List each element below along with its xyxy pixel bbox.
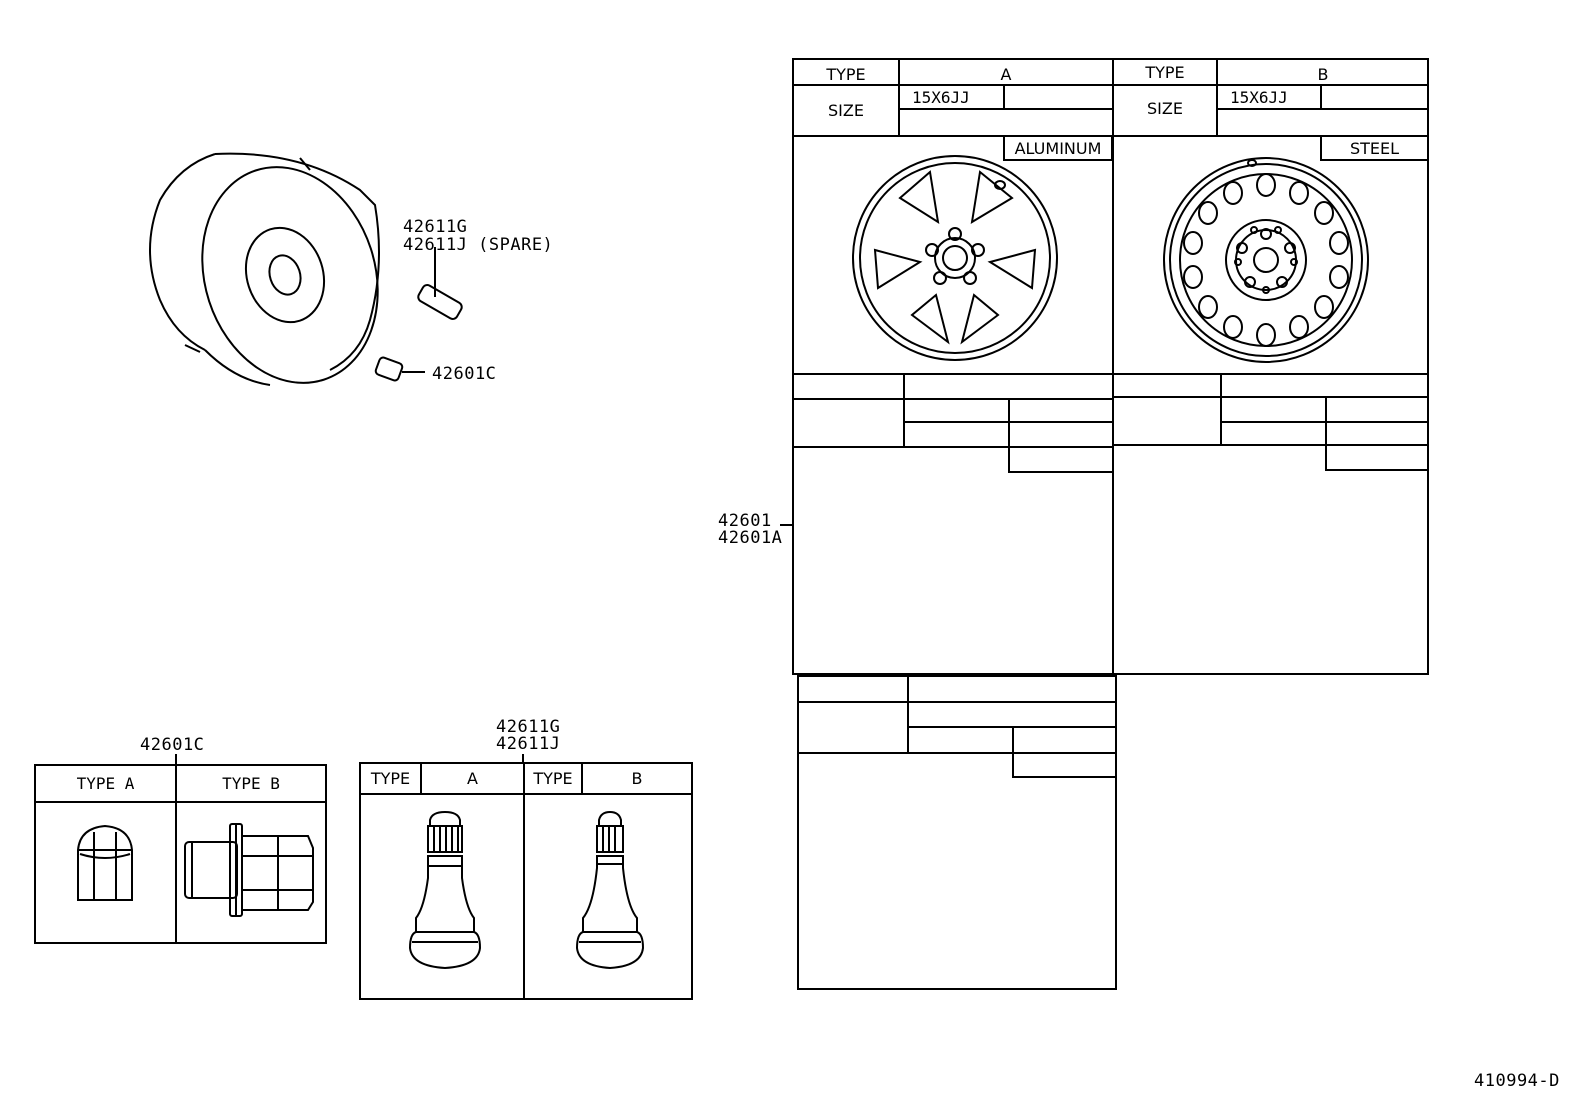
- nut-type-table: [34, 764, 327, 944]
- wheel-table-lower: [797, 675, 1117, 990]
- type-header-b: TYPE: [1145, 63, 1185, 82]
- valve-type-table: [359, 762, 693, 1000]
- aluminum-wheel-icon: [852, 155, 1058, 361]
- nut-type-a-icon: [77, 824, 133, 901]
- valve-type-a-icon: [408, 810, 482, 970]
- wheel-callout-1: 42601: [718, 511, 772, 531]
- size-header-a: SIZE: [828, 101, 864, 120]
- diagram-code: 410994-D: [1474, 1071, 1560, 1091]
- callout-leader: [780, 524, 792, 526]
- hub-nut-icon: [374, 356, 425, 382]
- nut-type-b-icon: [184, 823, 314, 917]
- valve-type-b-icon: [575, 810, 645, 970]
- size-header-b: SIZE: [1147, 99, 1183, 118]
- type-value-b: B: [1317, 65, 1329, 84]
- steel-wheel-icon: [1163, 157, 1369, 363]
- valve-type-header-a: TYPE: [370, 769, 411, 788]
- valve-type-header-b: TYPE: [533, 769, 573, 788]
- valve-table-part-number-1: 42611G: [496, 717, 561, 737]
- nut-type-b-header: TYPE B: [222, 774, 280, 793]
- valve-type-value-a: A: [467, 769, 478, 788]
- size-value-a: 15X6JJ: [912, 88, 970, 107]
- wheel-callout-2: 42601A: [718, 528, 783, 548]
- wheel-table-col-b: [1112, 58, 1429, 675]
- valve-table-part-number-2: 42611J: [496, 734, 561, 754]
- valve-part-number-2: 42611J (SPARE): [403, 235, 554, 255]
- material-a: ALUMINUM: [1014, 139, 1102, 158]
- nut-type-a-header: TYPE A: [76, 774, 135, 793]
- valve-type-value-b: B: [631, 769, 643, 788]
- valve-part-number-1: 42611G: [403, 217, 468, 237]
- type-value-a: A: [1000, 65, 1012, 84]
- nut-part-number: 42601C: [432, 364, 497, 384]
- nut-table-part-number: 42601C: [140, 735, 205, 755]
- size-value-b: 15X6JJ: [1230, 88, 1288, 107]
- tire-icon: [149, 152, 380, 386]
- valve-stem-icon: [417, 247, 463, 320]
- type-header-a: TYPE: [826, 65, 866, 84]
- material-b: STEEL: [1349, 139, 1400, 158]
